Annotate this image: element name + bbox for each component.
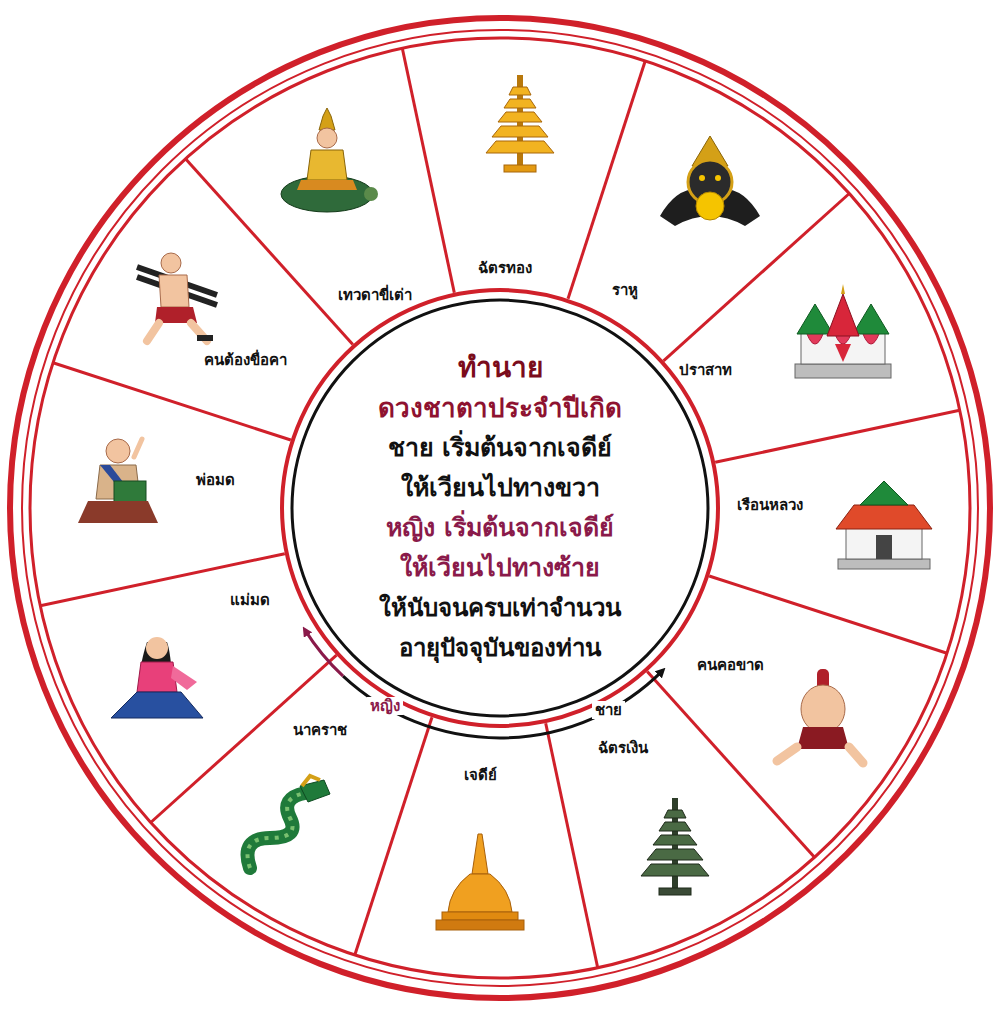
royal-house-icon — [836, 481, 932, 569]
wheel-segment: คนคอขาด — [693, 654, 768, 676]
segment-label: เทวดาขี่เต่า — [338, 286, 412, 304]
wheel-segment: เทวดาขี่เต่า — [334, 284, 416, 306]
segment-label: เรือนหลวง — [737, 496, 803, 514]
wheel-segment: คนต้องขื่อคา — [200, 349, 291, 371]
wheel-segment: ฉัตรทอง — [474, 257, 536, 279]
witch-icon — [111, 637, 203, 718]
outer-rings — [10, 18, 990, 998]
headless-man-icon — [777, 669, 863, 763]
chedi-icon — [436, 834, 524, 930]
center-text: ชาย เริ่มต้นจากเจดีย์ — [388, 428, 613, 468]
male-direction-arrow — [343, 671, 662, 738]
segment-label: คนต้องขื่อคา — [204, 351, 287, 369]
female-direction-arrow — [305, 630, 343, 676]
segment-label: เจดีย์ — [464, 766, 497, 784]
center-text: ให้นับจนครบเท่าจำนวน — [379, 588, 621, 628]
golden-parasol-icon — [486, 75, 554, 172]
wheel-segment: แม่มด — [226, 589, 274, 611]
segment-label: แม่มด — [230, 591, 270, 609]
wizard-icon — [78, 439, 158, 523]
wheel-segment: ฉัตรเงิน — [594, 737, 652, 759]
naga-icon — [248, 776, 331, 868]
direction-label: หญิง — [367, 697, 403, 715]
prisoner-icon — [137, 253, 217, 341]
wheel-segment: พ่อมด — [192, 469, 239, 491]
center-text: ดวงชาตาประจำปีเกิด — [378, 388, 622, 428]
segment-spokes — [40, 48, 959, 967]
deity-turtle-icon — [281, 108, 378, 212]
palace-icon — [795, 284, 891, 378]
segment-label: พ่อมด — [196, 471, 235, 489]
segment-label: คนคอขาด — [697, 656, 764, 674]
rahu-icon — [660, 136, 760, 226]
center-text: ให้เวียนไปทางขวา — [401, 468, 600, 508]
direction-label: ชาย — [592, 701, 625, 719]
center-circle: ทำนายดวงชาตาประจำปีเกิดชาย เริ่มต้นจากเจ… — [294, 302, 706, 714]
center-text: ทำนาย — [458, 348, 543, 388]
center-text: อายุปัจจุบันของท่าน — [399, 628, 601, 668]
center-text: ให้เวียนไปทางซ้าย — [400, 548, 600, 588]
center-text: หญิง เริ่มต้นจากเจดีย์ — [386, 508, 614, 548]
wheel-segment: ปราสาท — [675, 359, 736, 381]
wheel-segment: เจดีย์ — [460, 764, 501, 786]
wheel-segment: นาคราช — [289, 719, 351, 741]
wheel-segment: เรือนหลวง — [733, 494, 807, 516]
wheel-segment: ราหู — [608, 279, 642, 301]
segment-label: ฉัตรทอง — [478, 259, 532, 277]
silver-parasol-icon — [641, 798, 709, 895]
segment-label: นาคราช — [293, 721, 347, 739]
segment-label: ราหู — [612, 281, 638, 299]
segment-label: ปราสาท — [679, 361, 732, 379]
segment-label: ฉัตรเงิน — [598, 739, 648, 757]
